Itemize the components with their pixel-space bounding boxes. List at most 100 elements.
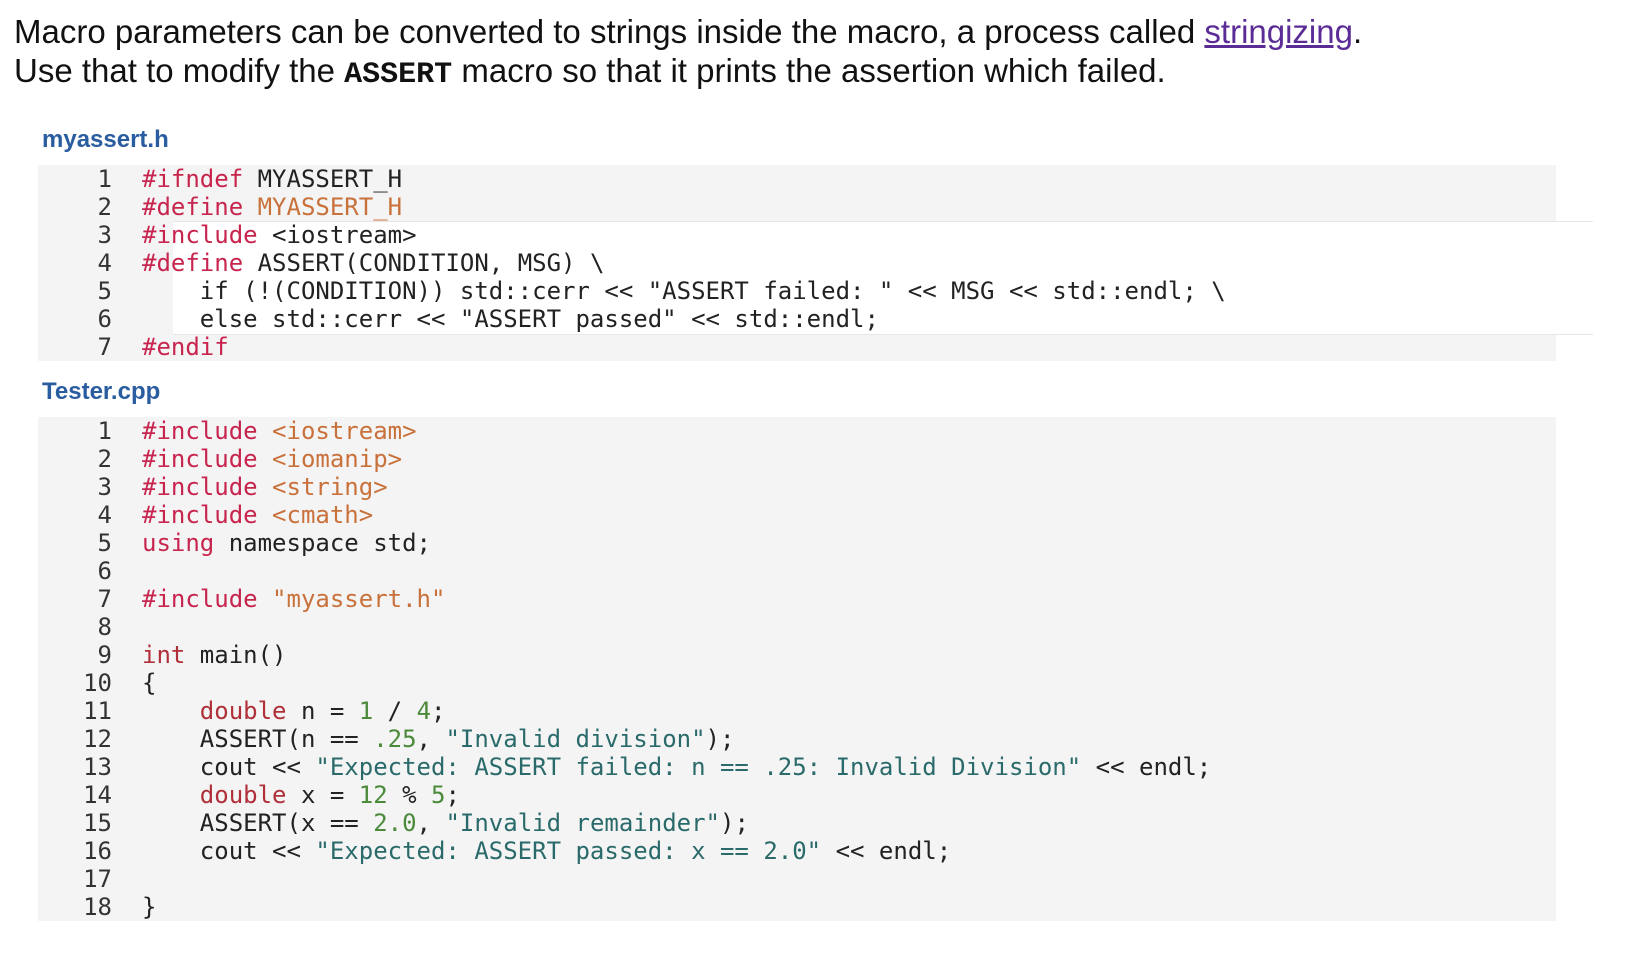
instruction-text: Macro parameters can be converted to str…: [14, 13, 1205, 50]
code-line: 18}: [38, 893, 1556, 921]
code-line: 7#include "myassert.h": [38, 585, 1556, 613]
code-text: {: [112, 669, 1556, 697]
line-number: 9: [97, 641, 112, 669]
code-text: if (!(CONDITION)) std::cerr << "ASSERT f…: [112, 277, 1556, 305]
file-title-tester: Tester.cpp: [42, 378, 161, 405]
line-number: 1: [97, 165, 112, 193]
code-token: #include: [142, 221, 258, 249]
code-token: namespace: [214, 529, 359, 557]
code-token: [142, 781, 200, 809]
code-token: double: [199, 781, 287, 809]
code-token: <iostream>: [257, 221, 417, 249]
instruction-text: macro so that it prints the assertion wh…: [452, 52, 1166, 89]
code-text: #define MYASSERT_H: [112, 193, 1556, 221]
code-token: "myassert.h": [257, 585, 446, 613]
code-block-tester: 1#include <iostream>2#include <iomanip>3…: [38, 417, 1556, 921]
line-number: 8: [97, 613, 112, 641]
line-number: 5: [97, 529, 112, 557]
code-token: "Invalid division": [445, 725, 706, 753]
code-line: 6: [38, 557, 1556, 585]
code-token: <string>: [257, 473, 388, 501]
code-token: {: [142, 669, 157, 697]
code-token: MYASSERT_H: [243, 165, 403, 193]
code-token: #include: [142, 417, 258, 445]
code-text: #define ASSERT(CONDITION, MSG) \: [112, 249, 1556, 277]
code-text: double n = 1 / 4;: [112, 697, 1556, 725]
assert-code-term: ASSERT: [344, 58, 453, 92]
code-line: 4#include <cmath>: [38, 501, 1556, 529]
code-token: #endif: [142, 333, 229, 361]
instruction-text: .: [1352, 13, 1363, 50]
code-token: <iomanip>: [257, 445, 403, 473]
line-number: 11: [83, 697, 112, 725]
code-token: 12: [358, 781, 388, 809]
code-line: 14 double x = 12 % 5;: [38, 781, 1556, 809]
line-number: 12: [83, 725, 112, 753]
code-token: #include: [142, 473, 258, 501]
editable-code-area[interactable]: [173, 221, 1593, 335]
code-token: cout <<: [142, 753, 316, 781]
code-token: #include: [142, 501, 258, 529]
line-number: 2: [97, 193, 112, 221]
code-token: [142, 697, 200, 725]
code-token: #define: [142, 249, 244, 277]
code-token: if (!(CONDITION)) std::cerr << "ASSERT f…: [142, 277, 1226, 305]
code-line: 6 else std::cerr << "ASSERT passed" << s…: [38, 305, 1556, 333]
line-number: 10: [83, 669, 112, 697]
code-token: ,: [416, 809, 446, 837]
code-token: ASSERT(n ==: [142, 725, 374, 753]
code-text: ASSERT(n == .25, "Invalid division");: [112, 725, 1556, 753]
code-text: double x = 12 % 5;: [112, 781, 1556, 809]
line-number: 7: [97, 585, 112, 613]
code-token: ;: [431, 697, 446, 725]
code-text: }: [112, 893, 1556, 921]
code-token: int: [142, 641, 186, 669]
instruction-line-1: Macro parameters can be converted to str…: [14, 12, 1614, 51]
line-number: 14: [83, 781, 112, 809]
code-token: );: [705, 725, 735, 753]
code-line: 5 if (!(CONDITION)) std::cerr << "ASSERT…: [38, 277, 1556, 305]
code-line: 12 ASSERT(n == .25, "Invalid division");: [38, 725, 1556, 753]
code-token: MYASSERT_H: [243, 193, 403, 221]
code-token: ,: [416, 725, 446, 753]
code-text: #include <cmath>: [112, 501, 1556, 529]
code-text: [112, 865, 1556, 893]
code-token: x =: [286, 781, 359, 809]
code-line: 8: [38, 613, 1556, 641]
line-number: 2: [97, 445, 112, 473]
code-text: cout << "Expected: ASSERT passed: x == 2…: [112, 837, 1556, 865]
code-token: /: [373, 697, 417, 725]
code-line: 3#include <iostream>: [38, 221, 1556, 249]
code-line: 4#define ASSERT(CONDITION, MSG) \: [38, 249, 1556, 277]
code-text: #include <string>: [112, 473, 1556, 501]
line-number: 1: [97, 417, 112, 445]
code-token: <cmath>: [257, 501, 374, 529]
code-text: int main(): [112, 641, 1556, 669]
line-number: 5: [97, 277, 112, 305]
code-line: 7#endif: [38, 333, 1556, 361]
code-token: n =: [286, 697, 359, 725]
line-number: 4: [97, 501, 112, 529]
code-token: ASSERT(CONDITION, MSG) \: [243, 249, 605, 277]
code-line: 2 #include <iomanip>: [38, 445, 1556, 473]
code-line: 10 {: [38, 669, 1556, 697]
code-token: #include: [142, 445, 258, 473]
code-line: 16 cout << "Expected: ASSERT passed: x =…: [38, 837, 1556, 865]
code-line: 2#define MYASSERT_H: [38, 193, 1556, 221]
code-line: 17: [38, 865, 1556, 893]
code-text: using namespace std;: [112, 529, 1556, 557]
code-token: 5: [431, 781, 446, 809]
code-line: 15 ASSERT(x == 2.0, "Invalid remainder")…: [38, 809, 1556, 837]
line-number: 6: [97, 305, 112, 333]
code-line: 1#ifndef MYASSERT_H: [38, 165, 1556, 193]
code-token: "Expected: ASSERT passed: x == 2.0": [315, 837, 822, 865]
line-number: 17: [83, 865, 112, 893]
stringizing-link[interactable]: stringizing: [1204, 13, 1353, 50]
line-number: 4: [97, 249, 112, 277]
line-number: 6: [97, 557, 112, 585]
line-number: 18: [83, 893, 112, 921]
instruction-line-2: Use that to modify the ASSERT macro so t…: [14, 51, 1614, 95]
code-token: std;: [358, 529, 431, 557]
instructions: Macro parameters can be converted to str…: [14, 12, 1614, 95]
